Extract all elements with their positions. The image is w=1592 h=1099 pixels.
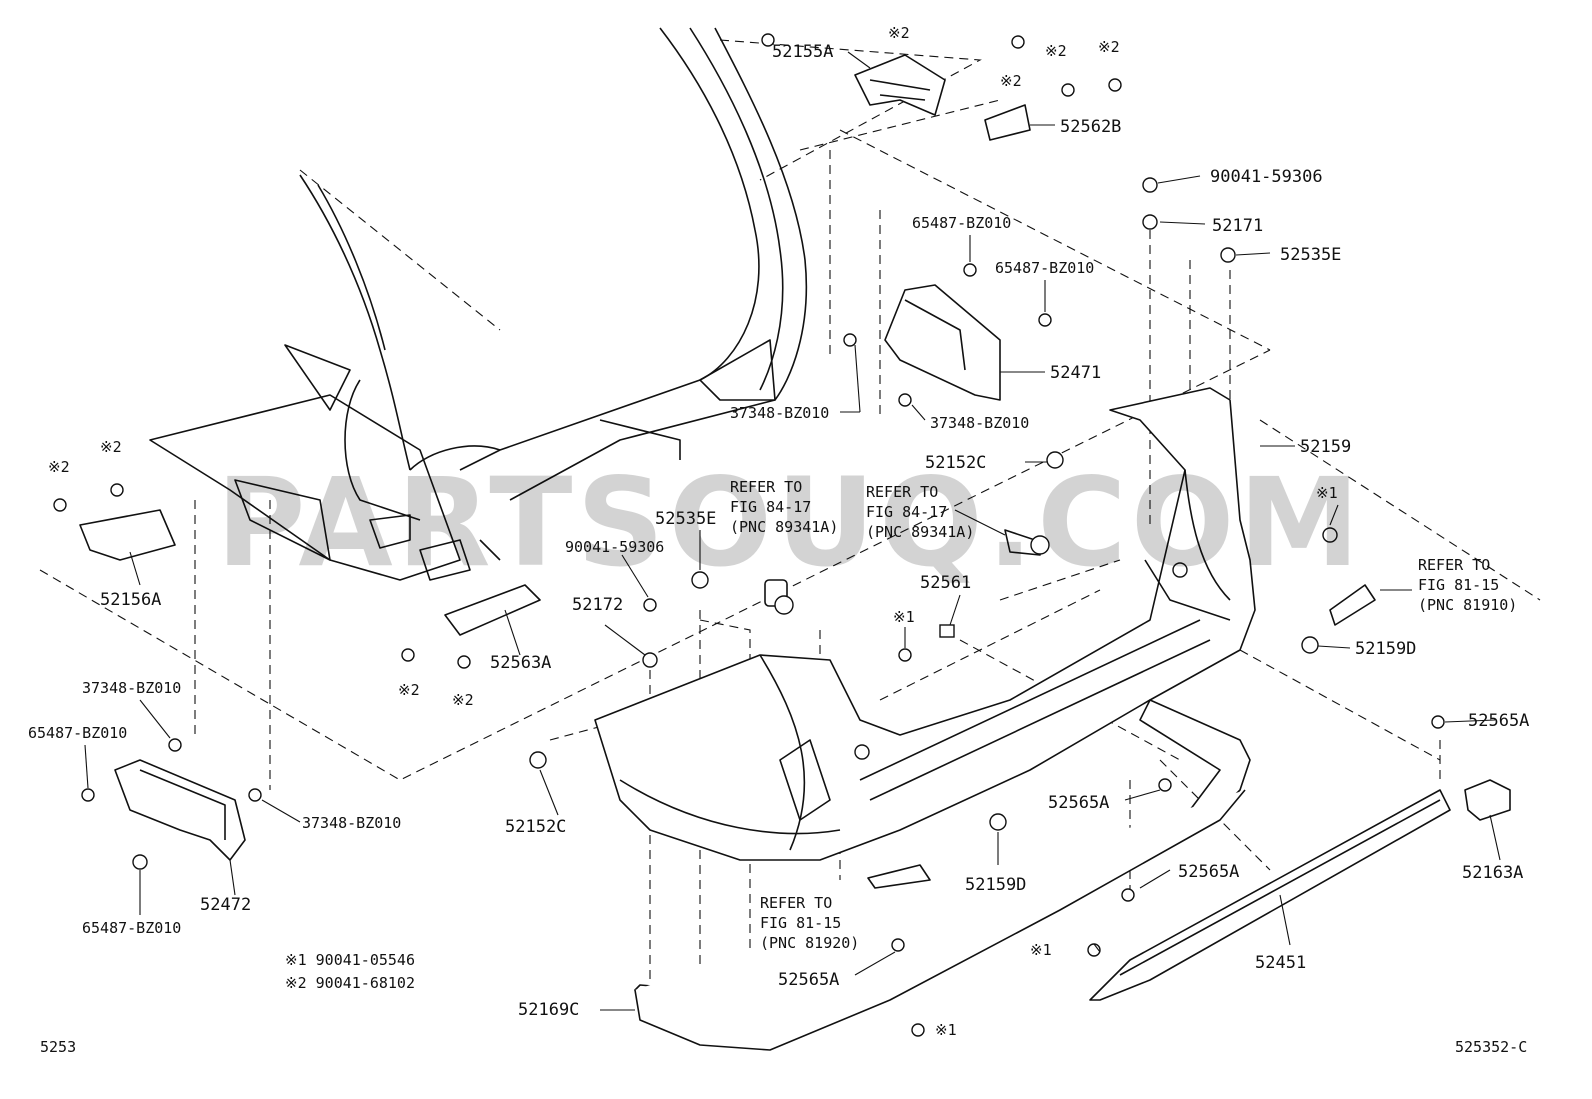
- callout-37348-BZ010-b[interactable]: 37348-BZ010: [930, 414, 1029, 432]
- mark-2-c: ※2: [1045, 42, 1067, 60]
- callout-52163A[interactable]: 52163A: [1462, 863, 1523, 883]
- callout-labels: 52155A 52562B 90041-59306 52171 52535E 6…: [28, 42, 1529, 1020]
- callout-52159D-right[interactable]: 52159D: [1355, 639, 1416, 659]
- refer-note-1-line-3: (PNC 89341A): [730, 518, 838, 536]
- part-52169C-lower-spoiler[interactable]: [634, 699, 1251, 1051]
- legend-line-1: ※1 90041-05546: [285, 951, 415, 969]
- leader-lines: [84, 51, 1501, 1011]
- footer-left-code: 5253: [40, 1038, 76, 1056]
- mark-2-h: ※2: [452, 691, 474, 709]
- refer-note-1: REFER TO FIG 84-17 (PNC 89341A): [730, 478, 838, 536]
- callout-52152C-bottom[interactable]: 52152C: [505, 817, 566, 837]
- callout-52451[interactable]: 52451: [1255, 953, 1306, 973]
- mark-1-d: ※1: [935, 1021, 957, 1039]
- refer-note-4: REFER TO FIG 81-15 (PNC 81920): [760, 894, 859, 952]
- callout-52562B[interactable]: 52562B: [1060, 117, 1121, 137]
- callout-52171[interactable]: 52171: [1212, 216, 1263, 236]
- callout-52155A[interactable]: 52155A: [772, 42, 833, 62]
- mark-2-e: ※2: [100, 438, 122, 456]
- part-52472-bracket[interactable]: [114, 759, 246, 861]
- refer-note-3-line-1: REFER TO: [1418, 556, 1490, 574]
- mark-1-c: ※1: [1030, 941, 1052, 959]
- callout-52561[interactable]: 52561: [920, 573, 971, 593]
- callout-37348-BZ010-d[interactable]: 37348-BZ010: [302, 814, 401, 832]
- callout-52565A-d[interactable]: 52565A: [778, 970, 839, 990]
- part-52562B-bracket[interactable]: [984, 104, 1031, 141]
- fastener-legend: ※1 90041-05546 ※2 90041-68102: [285, 951, 415, 992]
- refer-note-3: REFER TO FIG 81-15 (PNC 81910): [1418, 556, 1517, 614]
- mark-2-b: ※2: [1000, 72, 1022, 90]
- callout-90041-59306-mid[interactable]: 90041-59306: [565, 538, 664, 556]
- reference-marks: ※2 ※2 ※2 ※2 ※2 ※2 ※2 ※2 ※1 ※1 ※1 ※1: [48, 24, 1338, 1039]
- refer-note-4-line-2: FIG 81-15: [760, 914, 841, 932]
- footer-right-code: 525352-C: [1455, 1038, 1527, 1056]
- part-52155A-bracket[interactable]: [854, 54, 946, 116]
- callout-52565A-a[interactable]: 52565A: [1468, 711, 1529, 731]
- callout-52172[interactable]: 52172: [572, 595, 623, 615]
- legend-line-2: ※2 90041-68102: [285, 974, 415, 992]
- part-52163A-end-cap[interactable]: [1464, 779, 1511, 821]
- refer-note-3-line-3: (PNC 81910): [1418, 596, 1517, 614]
- callout-52471[interactable]: 52471: [1050, 363, 1101, 383]
- mark-2-g: ※2: [398, 681, 420, 699]
- callout-52563A[interactable]: 52563A: [490, 653, 551, 673]
- refer-note-2: REFER TO FIG 84-17 (PNC 89341A): [866, 483, 974, 541]
- callout-52152C-top[interactable]: 52152C: [925, 453, 986, 473]
- reflector-left: [867, 864, 931, 889]
- parking-sensor-1: [764, 579, 794, 615]
- refer-note-1-line-2: FIG 84-17: [730, 498, 811, 516]
- mark-2-f: ※2: [48, 458, 70, 476]
- mark-1-b: ※1: [893, 608, 915, 626]
- part-52471-bracket[interactable]: [884, 284, 1001, 401]
- callout-65487-BZ010-b[interactable]: 65487-BZ010: [995, 259, 1094, 277]
- callout-52159[interactable]: 52159: [1300, 437, 1351, 457]
- refer-note-2-line-1: REFER TO: [866, 483, 938, 501]
- mark-1-a: ※1: [1316, 484, 1338, 502]
- callout-52159D-bottom[interactable]: 52159D: [965, 875, 1026, 895]
- callout-90041-59306-top[interactable]: 90041-59306: [1210, 167, 1323, 187]
- refer-note-3-line-2: FIG 81-15: [1418, 576, 1499, 594]
- callout-52472[interactable]: 52472: [200, 895, 251, 915]
- refer-note-4-line-1: REFER TO: [760, 894, 832, 912]
- parking-sensor-2: [1004, 529, 1050, 556]
- watermark-text: PARTSOUQ.COM: [216, 452, 1364, 594]
- refer-note-1-line-1: REFER TO: [730, 478, 802, 496]
- callout-37348-BZ010-a[interactable]: 37348-BZ010: [730, 404, 829, 422]
- refer-note-4-line-3: (PNC 81920): [760, 934, 859, 952]
- refer-note-2-line-3: (PNC 89341A): [866, 523, 974, 541]
- part-52159-rear-bumper-cover[interactable]: [594, 387, 1256, 861]
- refer-note-2-line-2: FIG 84-17: [866, 503, 947, 521]
- callout-37348-BZ010-c[interactable]: 37348-BZ010: [82, 679, 181, 697]
- mark-2-d: ※2: [1098, 38, 1120, 56]
- callout-65487-BZ010-c[interactable]: 65487-BZ010: [28, 724, 127, 742]
- callout-65487-BZ010-d[interactable]: 65487-BZ010: [82, 919, 181, 937]
- part-52563A-bracket[interactable]: [444, 584, 541, 636]
- part-52156A-bracket[interactable]: [79, 509, 176, 561]
- callout-52535E-mid[interactable]: 52535E: [655, 509, 716, 529]
- callout-52156A[interactable]: 52156A: [100, 590, 161, 610]
- fastener-clips: [53, 33, 1445, 1037]
- vehicle-body-outline: [149, 27, 808, 581]
- mark-2-a: ※2: [888, 24, 910, 42]
- part-52451-rocker-molding[interactable]: [1089, 789, 1451, 1001]
- reflector-right: [1329, 584, 1376, 626]
- callout-52535E-right[interactable]: 52535E: [1280, 245, 1341, 265]
- callout-65487-BZ010-a[interactable]: 65487-BZ010: [912, 214, 1011, 232]
- callout-52169C[interactable]: 52169C: [518, 1000, 579, 1020]
- callout-52565A-c[interactable]: 52565A: [1178, 862, 1239, 882]
- callout-52565A-b[interactable]: 52565A: [1048, 793, 1109, 813]
